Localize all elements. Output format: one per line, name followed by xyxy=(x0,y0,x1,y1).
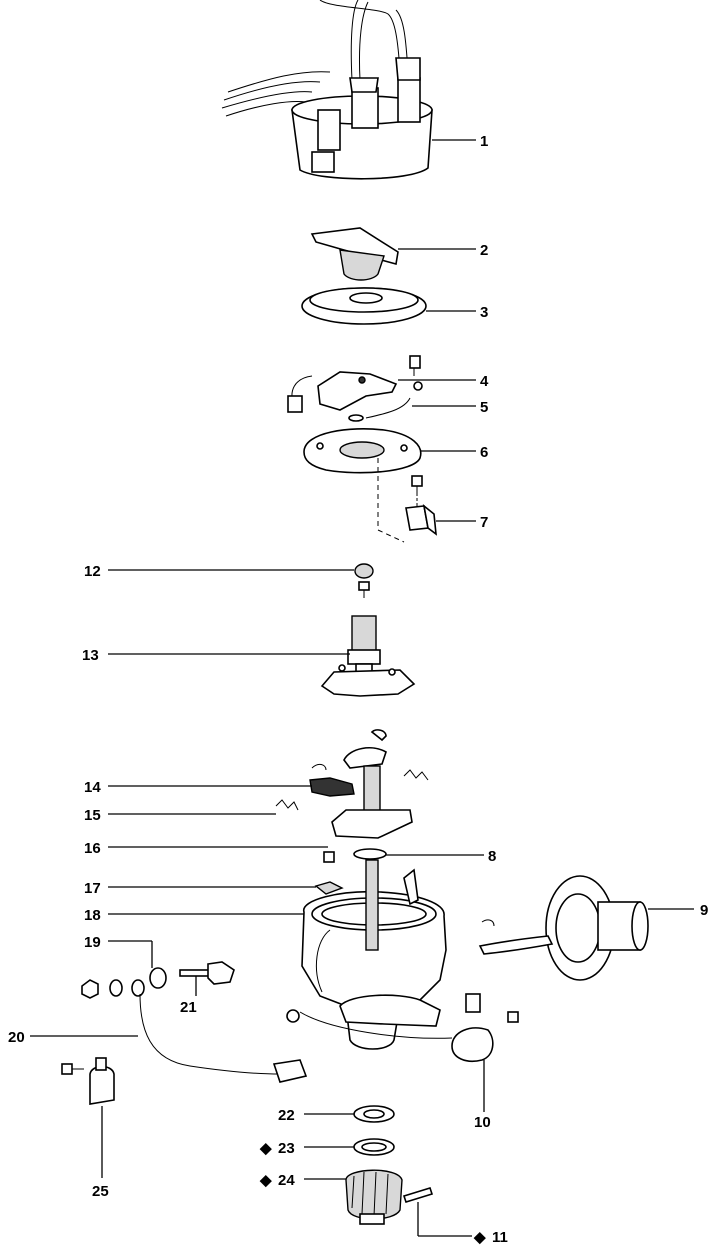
label-21: 21 xyxy=(180,999,197,1016)
marker-24: ◆ xyxy=(259,1172,272,1189)
contact-points xyxy=(287,355,423,422)
distributor-cap xyxy=(221,0,433,180)
label-23: 23 xyxy=(278,1140,295,1157)
label-5: 5 xyxy=(480,399,488,416)
ground-lead-wire xyxy=(139,993,308,1083)
retaining-clip xyxy=(405,475,437,536)
switch-unit xyxy=(61,1057,115,1105)
label-7: 7 xyxy=(480,514,488,531)
label-1: 1 xyxy=(480,133,488,150)
label-9: 9 xyxy=(700,902,708,919)
dust-cover xyxy=(301,287,427,325)
vacuum-advance-unit xyxy=(478,875,649,981)
label-19: 19 xyxy=(84,934,101,951)
terminal-hardware xyxy=(81,961,235,999)
drive-gear xyxy=(345,1169,434,1225)
label-12: 12 xyxy=(84,563,101,580)
label-14: 14 xyxy=(84,779,101,796)
label-11: 11 xyxy=(492,1229,508,1245)
label-2: 2 xyxy=(480,242,488,259)
distributor-housing xyxy=(286,859,453,1050)
label-17: 17 xyxy=(84,880,101,897)
label-10: 10 xyxy=(474,1114,491,1131)
label-13: 13 xyxy=(82,647,99,664)
label-16: 16 xyxy=(84,840,101,857)
label-8: 8 xyxy=(488,848,496,865)
marker-23: ◆ xyxy=(259,1140,272,1157)
label-15: 15 xyxy=(84,807,101,824)
washer-22 xyxy=(353,1105,395,1123)
washer-23 xyxy=(353,1138,395,1156)
cam-assembly xyxy=(320,615,416,697)
label-4: 4 xyxy=(480,373,489,390)
rotor xyxy=(310,227,399,281)
marker-11: ◆ xyxy=(473,1229,486,1245)
label-20: 20 xyxy=(8,1029,25,1046)
label-3: 3 xyxy=(480,304,488,321)
condenser xyxy=(451,993,519,1062)
label-24: 24 xyxy=(278,1172,295,1189)
breaker-plate xyxy=(303,428,422,543)
label-25: 25 xyxy=(92,1183,109,1200)
felt-wick xyxy=(354,563,374,598)
governor-assembly xyxy=(275,729,429,895)
label-18: 18 xyxy=(84,907,101,924)
label-22: 22 xyxy=(278,1107,295,1124)
label-6: 6 xyxy=(480,444,488,461)
